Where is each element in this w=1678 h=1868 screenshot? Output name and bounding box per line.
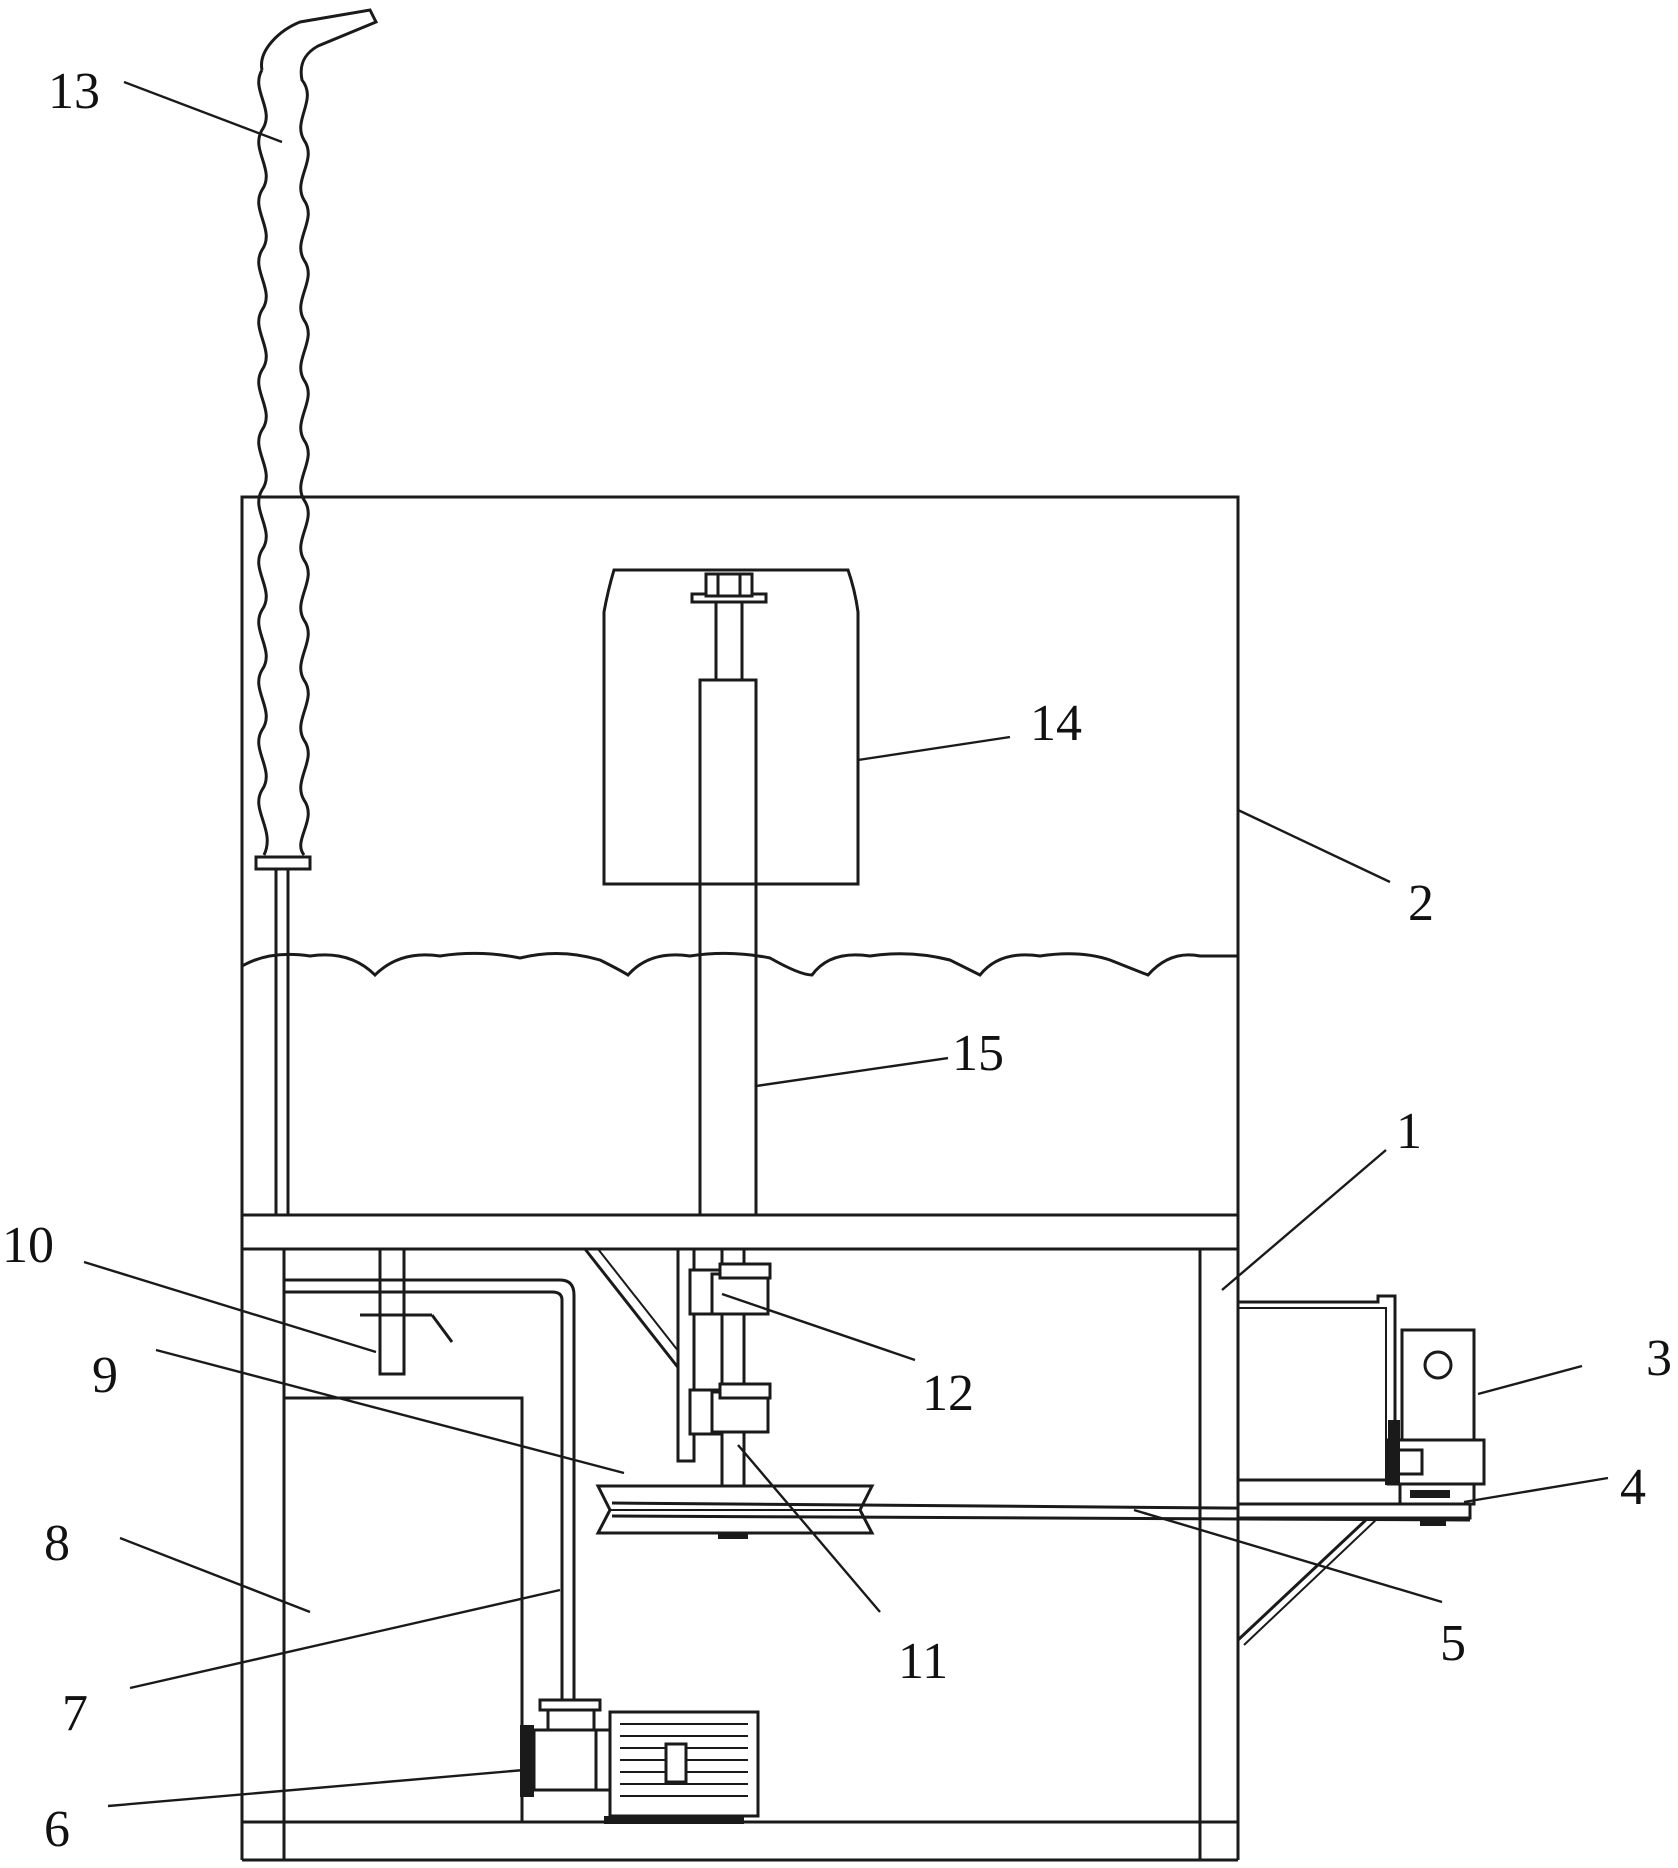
leader-lines [84, 82, 1608, 1806]
upper-tank [242, 497, 1238, 1215]
container [604, 570, 858, 884]
label-11: 11 [898, 1633, 948, 1690]
label-10: 10 [2, 1217, 54, 1274]
label-8: 8 [44, 1515, 70, 1572]
pulley [598, 1486, 872, 1539]
liquid-surface [242, 953, 1238, 975]
label-13: 13 [48, 63, 100, 120]
pump-motor [520, 1700, 758, 1824]
label-5: 5 [1440, 1615, 1466, 1672]
flexible-hose [256, 10, 376, 1215]
lower-water-tank [284, 1398, 522, 1822]
spray-nozzle [360, 1249, 452, 1374]
label-2: 2 [1408, 875, 1434, 932]
label-12: 12 [922, 1365, 974, 1422]
water-pipe [284, 1280, 574, 1710]
base-plate [242, 1215, 1238, 1249]
bearing-assembly [678, 1249, 770, 1489]
central-column [700, 680, 756, 1215]
label-3: 3 [1646, 1330, 1672, 1387]
label-7: 7 [62, 1685, 88, 1742]
label-14: 14 [1030, 695, 1082, 752]
label-1: 1 [1396, 1103, 1422, 1160]
label-4: 4 [1620, 1459, 1646, 1516]
label-15: 15 [952, 1025, 1004, 1082]
drive-motor [1388, 1330, 1484, 1504]
side-housing [1238, 1296, 1395, 1485]
label-6: 6 [44, 1801, 70, 1858]
label-9: 9 [92, 1347, 118, 1404]
